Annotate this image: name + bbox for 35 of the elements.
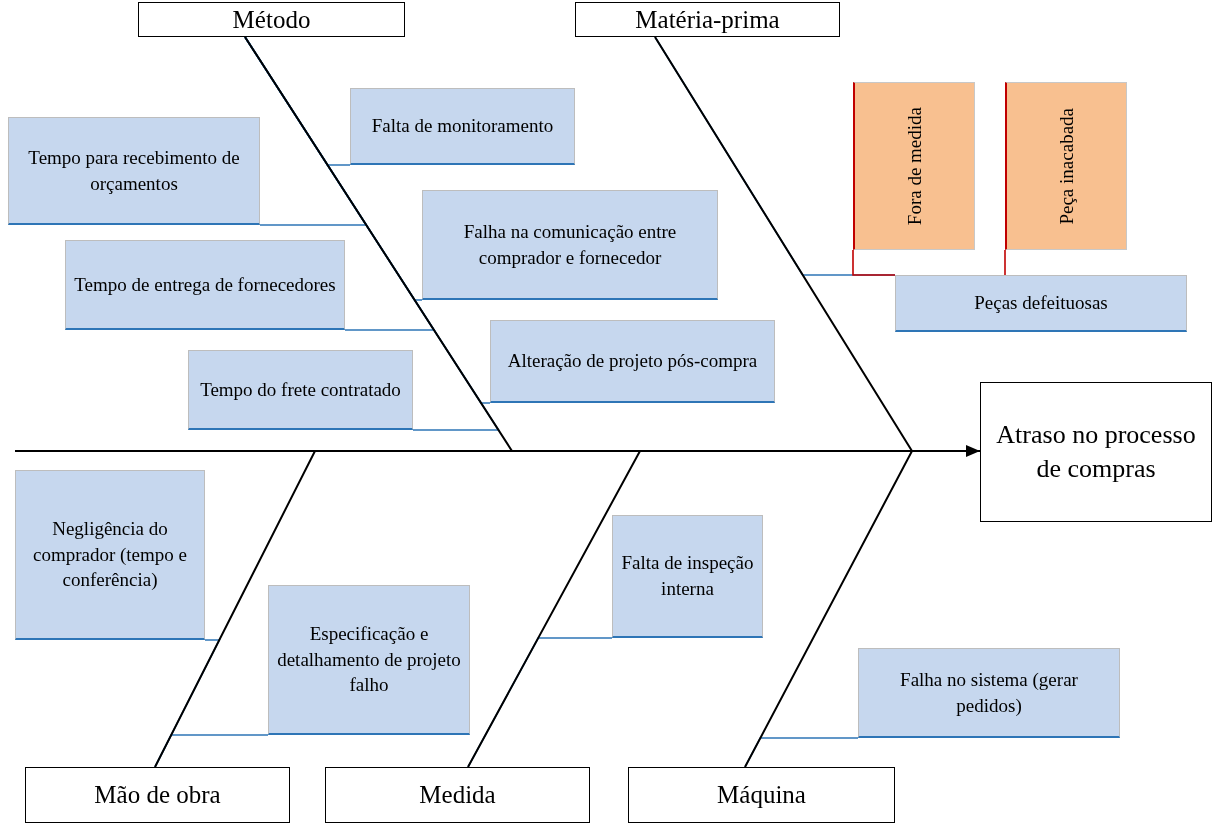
sub-cause-label: Peça inacabada	[1054, 107, 1078, 225]
sub-cause-box	[1005, 82, 1127, 250]
branch-line	[1004, 249, 1006, 276]
cause-label: Peças defeituosas	[974, 291, 1108, 316]
cause-box	[422, 190, 718, 300]
cause-box	[268, 585, 470, 735]
category-box	[628, 767, 895, 823]
category-label: Medida	[419, 781, 496, 809]
branch-line	[852, 249, 896, 276]
cause-box	[612, 515, 763, 638]
cause-label: Especificação e detalhamento de projeto falho	[277, 622, 461, 698]
category-box	[138, 2, 405, 37]
category-label: Mão de obra	[94, 781, 221, 809]
cause-box	[490, 320, 775, 403]
category-box	[575, 2, 840, 37]
category-label: Método	[232, 5, 311, 34]
spine-arrow	[14, 445, 981, 457]
cause-label: Falta de inspeção interna	[621, 551, 754, 601]
cause-box	[8, 117, 260, 225]
effect-label: Atraso no processo de compras	[995, 419, 1197, 485]
cause-label: Tempo para recebimento de orçamentos	[27, 145, 241, 196]
effect-box	[980, 382, 1212, 522]
category-box	[25, 767, 290, 823]
cause-box	[15, 470, 205, 640]
sub-cause-box	[853, 82, 975, 250]
category-box	[325, 767, 590, 823]
cause-label: Negligência do comprador (tempo e conferência)	[31, 517, 189, 593]
cause-label: Falha na comunicação entre comprador e fornecedor	[462, 219, 678, 270]
cause-box	[895, 275, 1187, 332]
category-label: Matéria-prima	[635, 5, 780, 34]
cause-label: Alteração de projeto pós-compra	[507, 349, 758, 374]
sub-cause-label: Fora de medida	[902, 106, 926, 226]
category-label: Máquina	[717, 781, 806, 809]
cause-box	[858, 648, 1120, 738]
cause-label: Falha no sistema (gerar pedidos)	[899, 667, 1079, 718]
